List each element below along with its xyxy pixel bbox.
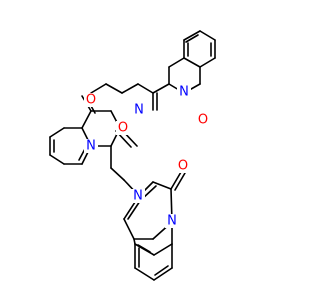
atom-label-o-pyridopyrimidine: O [178, 159, 188, 174]
atom-label-n1-quinazoline: N [86, 139, 96, 154]
atom-label-n-pyrimidine: N [133, 189, 143, 204]
atom-label-n3-quinazoline: N [134, 103, 144, 118]
atom-label-n-isoquinoline: N [179, 85, 189, 100]
tetrahydroisoquinoline-benzene-ring [183, 30, 216, 68]
atom-label-o2-quinazoline: O [118, 121, 128, 136]
molecule-structure: N O N O O N N N O [49, 30, 216, 281]
atom-label-masks [84, 85, 210, 228]
propanoyl-linker [90, 83, 170, 111]
atom-label-o-amide: O [198, 113, 208, 128]
atom-label-n-bridgehead: N [167, 214, 177, 229]
atom-label-o4-quinazoline: O [86, 93, 96, 108]
molecule-canvas: N O N O O N N N O [49, 30, 216, 281]
atom-labels: N O N O O N N N O [86, 85, 208, 229]
